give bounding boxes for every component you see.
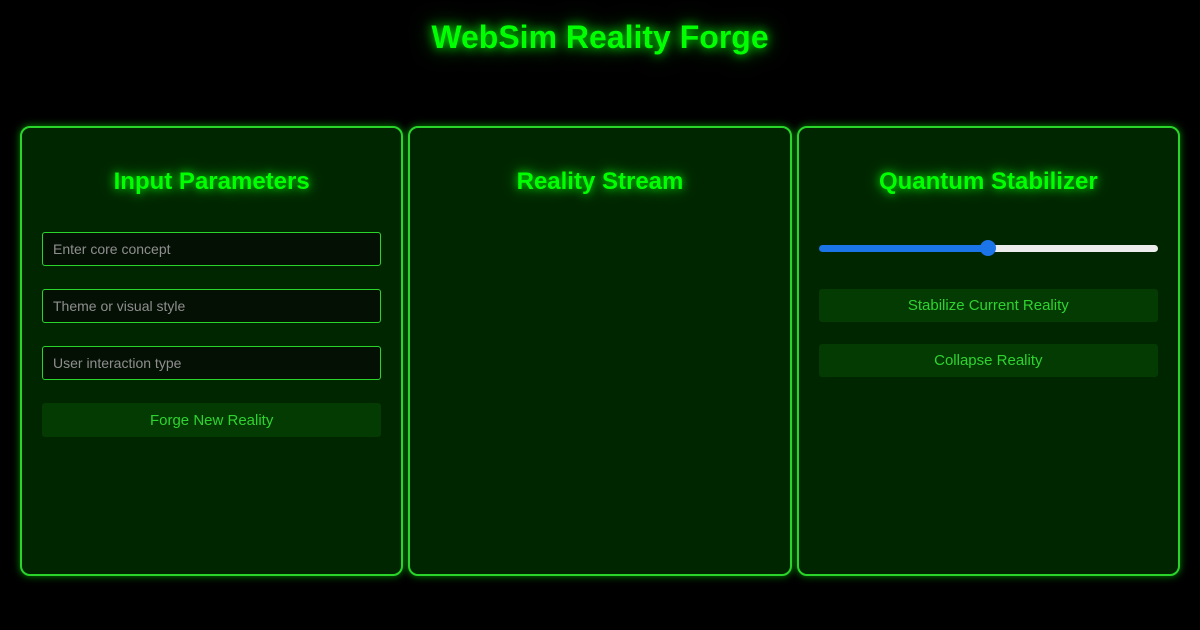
stabilize-current-reality-button[interactable]: Stabilize Current Reality bbox=[818, 289, 1158, 322]
interaction-type-input[interactable] bbox=[42, 346, 382, 380]
core-concept-input[interactable] bbox=[42, 232, 382, 266]
stability-slider[interactable] bbox=[818, 244, 1158, 252]
quantum-stabilizer-heading: Quantum Stabilizer bbox=[878, 168, 1098, 195]
panel-reality-stream: Reality Stream bbox=[408, 126, 792, 576]
page-title: WebSim Reality Forge bbox=[431, 19, 769, 55]
panels-container: Input Parameters Forge New Reality Reali… bbox=[0, 126, 1200, 576]
stability-slider-wrap bbox=[818, 240, 1158, 256]
reality-stream-heading: Reality Stream bbox=[516, 168, 684, 195]
panel-quantum-stabilizer: Quantum Stabilizer Stabilize Current Rea… bbox=[796, 126, 1180, 576]
input-parameters-heading: Input Parameters bbox=[113, 168, 310, 195]
theme-style-input[interactable] bbox=[42, 289, 382, 323]
panel-input-parameters: Input Parameters Forge New Reality bbox=[20, 126, 404, 576]
input-fields-group: Forge New Reality bbox=[42, 232, 382, 437]
forge-new-reality-button[interactable]: Forge New Reality bbox=[42, 403, 382, 437]
collapse-reality-button[interactable]: Collapse Reality bbox=[818, 344, 1158, 377]
